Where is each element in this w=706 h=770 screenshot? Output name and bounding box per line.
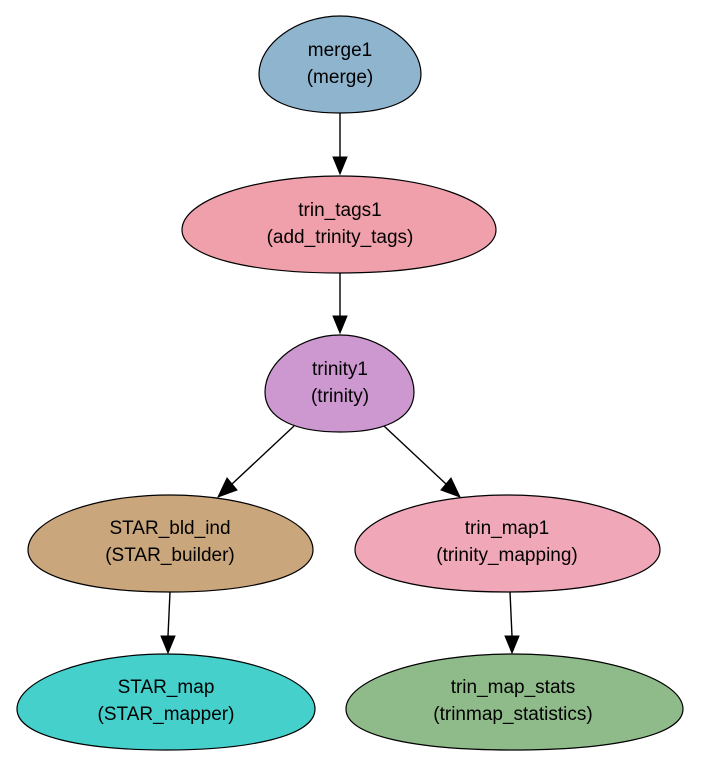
node-star-bld-ind-name: STAR_bld_ind — [109, 518, 230, 539]
node-star-bld-ind-type: (STAR_builder) — [105, 545, 235, 566]
node-star-map[interactable]: STAR_map (STAR_mapper) — [16, 653, 316, 751]
node-trin-tags1-type: (add_trinity_tags) — [267, 227, 414, 248]
node-star-map-type: (STAR_mapper) — [98, 704, 235, 725]
edge-trin-map1-trin-map-stats — [504, 591, 520, 655]
node-trin-map1-shape — [354, 494, 661, 593]
node-trin-map-stats-shape — [345, 653, 684, 751]
node-trin-tags1-name: trin_tags1 — [298, 200, 381, 221]
node-trin-map1-name: trin_map1 — [465, 518, 550, 539]
node-star-bld-ind[interactable]: STAR_bld_ind (STAR_builder) — [27, 494, 314, 593]
node-trin-map-stats-name: trin_map_stats — [451, 677, 576, 698]
node-trinity1[interactable]: trinity1 (trinity) — [264, 334, 415, 433]
edge-merge1-trin-tags1 — [332, 113, 348, 176]
node-trin-tags1[interactable]: trin_tags1 (add_trinity_tags) — [181, 175, 497, 274]
node-star-map-name: STAR_map — [118, 677, 215, 698]
node-star-map-shape — [16, 653, 316, 751]
node-trin-map-stats-type: (trinmap_statistics) — [433, 704, 592, 725]
edges — [160, 113, 520, 655]
node-merge1-type: (merge) — [307, 67, 374, 88]
node-merge1[interactable]: merge1 (merge) — [258, 15, 422, 114]
edge-trin-tags1-trinity1 — [332, 273, 348, 335]
node-trin-map1-type: (trinity_mapping) — [436, 545, 578, 566]
node-trinity1-type: (trinity) — [311, 386, 369, 407]
node-merge1-shape — [258, 15, 422, 114]
node-trinity1-name: trinity1 — [312, 359, 368, 380]
node-trin-map1[interactable]: trin_map1 (trinity_mapping) — [354, 494, 661, 593]
edge-star-bld-ind-star-map — [160, 591, 176, 655]
node-trin-map-stats[interactable]: trin_map_stats (trinmap_statistics) — [345, 653, 684, 751]
edge-trinity1-trin-map1 — [383, 425, 461, 498]
node-trinity1-shape — [264, 334, 415, 433]
node-star-bld-ind-shape — [27, 494, 314, 593]
node-trin-tags1-shape — [181, 175, 497, 274]
edge-trinity1-star-bld-ind — [217, 425, 295, 498]
node-merge1-name: merge1 — [308, 40, 372, 61]
